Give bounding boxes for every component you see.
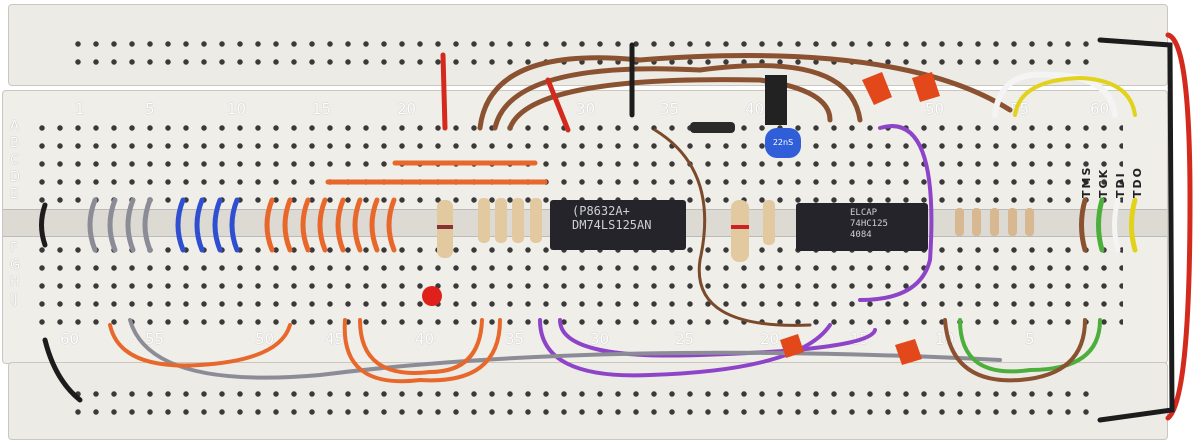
chip-line: (P8632A+ (572, 204, 630, 218)
jumper-brown (492, 63, 863, 131)
column-number: 60 (60, 330, 80, 348)
column-number: 55 (145, 330, 165, 348)
jumper-brown (653, 128, 812, 327)
column-number: 50 (255, 330, 275, 348)
jtag-label-tms: TMS (1080, 165, 1093, 198)
column-number: 45 (325, 330, 345, 348)
diode (690, 122, 735, 133)
jumper-yellow (1013, 75, 1137, 117)
capacitor-label: 22nS (772, 138, 794, 147)
column-number: 10 (227, 100, 247, 118)
short-loop-jumpers (39, 197, 1138, 253)
jumper-purple (558, 318, 877, 358)
column-number: 40 (415, 330, 435, 348)
jumper-black (42, 337, 83, 403)
column-number: 20 (760, 330, 780, 348)
jumper-orange (108, 323, 292, 368)
chip-line: 4084 (850, 230, 872, 240)
column-number: 40 (745, 100, 765, 118)
column-number: 15 (312, 100, 332, 118)
chip-line: ELCAP (850, 208, 878, 218)
jumper-purple (858, 124, 934, 302)
jtag-label-tck: TCK (1097, 167, 1110, 198)
column-number: 35 (660, 100, 680, 118)
ic-dm74ls125an: (P8632A+ DM74LS125AN (550, 200, 686, 250)
jumper-brown (507, 77, 833, 131)
column-number: 5 (145, 100, 155, 118)
column-number: 60 (1090, 100, 1110, 118)
resistors (437, 198, 1034, 262)
column-number: 25 (675, 330, 695, 348)
red-led (422, 286, 442, 306)
jumper-brown (943, 318, 1087, 383)
jumper-orange (358, 318, 484, 375)
capacitor-22n: 22nS (765, 128, 801, 158)
jtag-label-tdo: TDO (1131, 166, 1144, 198)
rail-holes (69, 35, 1099, 71)
row-letters-top: ABCDE (10, 119, 21, 202)
power-wire-red (1165, 32, 1193, 421)
jtag-label-tdi: TDI (1114, 171, 1127, 198)
column-number: 30 (576, 100, 596, 118)
column-number: 50 (925, 100, 945, 118)
power-wire-black (1097, 37, 1175, 423)
column-number: 35 (505, 330, 525, 348)
jumper-white (992, 71, 1118, 118)
rail-holes (69, 385, 1099, 421)
chip-line: DM74LS125AN (572, 218, 652, 232)
column-number: 1 (75, 100, 85, 118)
column-number: 20 (397, 100, 417, 118)
jumper-orange (342, 318, 502, 384)
jumper-brown (477, 53, 1013, 131)
transistor (765, 75, 787, 125)
chip-line: 74HC125 (850, 219, 888, 229)
column-number: 5 (1025, 330, 1035, 348)
ic-74hc125: ELCAP 74HC125 4084 (796, 203, 928, 251)
jumper-gray (128, 318, 1002, 380)
column-number: 30 (590, 330, 610, 348)
jumper-red (545, 77, 571, 133)
row-letters-bottom: FGHIJ (10, 241, 21, 307)
terminal-holes-bottom (33, 241, 1123, 331)
jumper-red (440, 52, 448, 131)
terminal-holes-top (33, 119, 1123, 209)
ceramic-capacitors (780, 72, 940, 365)
jumper-green (958, 318, 1102, 374)
